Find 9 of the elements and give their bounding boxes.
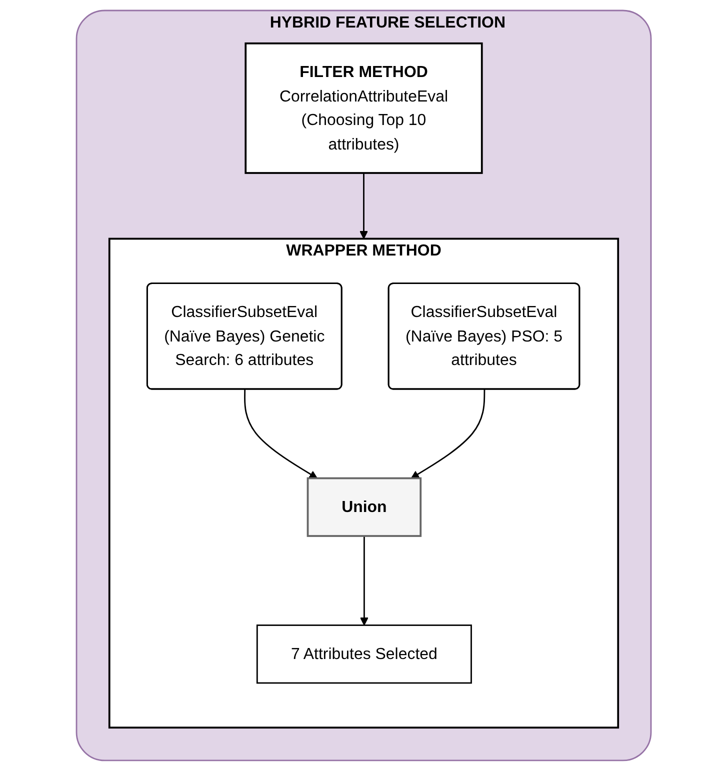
- process-box: Union: [307, 477, 422, 537]
- rounded-process-box: ClassifierSubsetEval (Naïve Bayes) Genetic Search: 6 attributes: [146, 282, 343, 390]
- arrow: [244, 389, 318, 479]
- arrow: [360, 173, 368, 240]
- rounded-process-box: ClassifierSubsetEval (Naïve Bayes) PSO: 5 attributes: [388, 282, 580, 390]
- arrow: [411, 389, 486, 479]
- process-box: 7 Attributes Selected: [256, 624, 472, 684]
- arrow: [360, 536, 369, 626]
- process-box: FILTER METHOD CorrelationAttributeEval (Choosing Top 10 attributes): [244, 42, 484, 174]
